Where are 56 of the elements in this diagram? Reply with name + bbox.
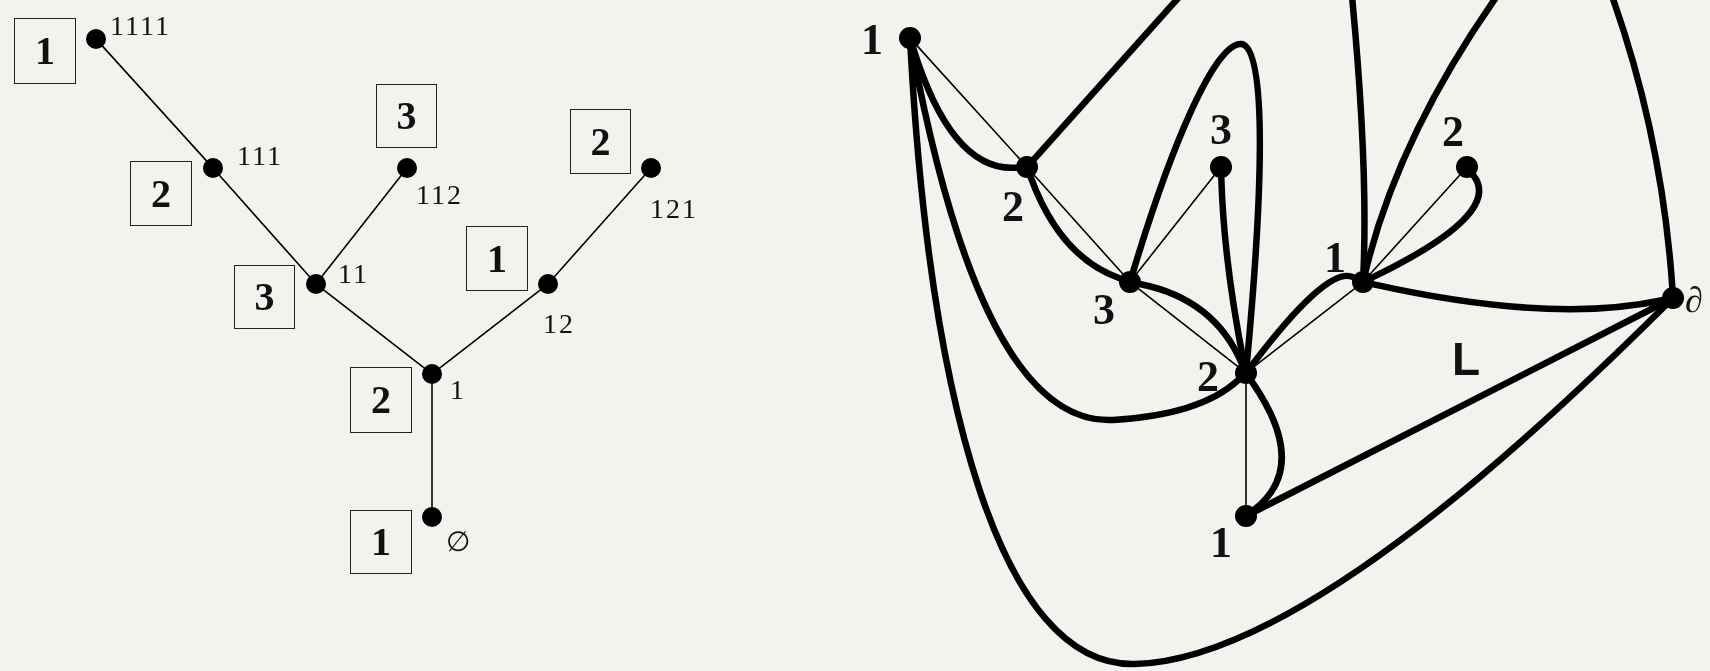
vertex-label: 121 (650, 195, 698, 223)
tree-edge (323, 289, 425, 369)
vertex-label: 3 (1093, 288, 1115, 332)
tree-edge (553, 174, 646, 278)
vertex-label: ∅ (446, 528, 472, 556)
tree-edge (1253, 288, 1356, 367)
vertex-dot (1352, 271, 1374, 293)
vertex-label: 2 (1002, 185, 1024, 229)
vertex-label: 2 (1442, 110, 1464, 154)
boxed-number: 2 (130, 161, 192, 226)
vertex-label: 1 (861, 18, 883, 62)
thick-curve (1249, 272, 1357, 368)
tree-edge (1245, 383, 1247, 506)
vertex-dot (1456, 156, 1478, 178)
vertex-dot (422, 364, 442, 384)
boxed-number: 2 (570, 109, 631, 174)
thick-curve (1369, 172, 1483, 281)
vertex-dot (538, 274, 558, 294)
vertex-dot (1210, 156, 1232, 178)
vertex-label: 11 (338, 260, 369, 288)
curve-label: L (1452, 336, 1481, 382)
vertex-label: ∂ (1685, 282, 1703, 318)
vertex-label: 1 (1324, 236, 1346, 280)
vertex-label: 1111 (110, 12, 171, 40)
tree-edge (218, 174, 311, 278)
vertex-dot (1016, 156, 1038, 178)
vertex-dot (86, 29, 106, 49)
boxed-number: 1 (466, 226, 528, 291)
vertex-label: 1 (1210, 521, 1232, 565)
vertex-dot (1235, 505, 1257, 527)
boxed-number: 3 (376, 84, 437, 148)
vertex-dot (203, 158, 223, 178)
vertex-dot (397, 158, 417, 178)
vertex-dot (1235, 362, 1257, 384)
boxed-number: 1 (350, 510, 412, 574)
vertex-label: 111 (237, 142, 283, 170)
tree-edge (321, 175, 402, 277)
vertex-label: 1 (450, 376, 466, 404)
vertex-label: 112 (416, 181, 463, 209)
boxed-number: 1 (14, 18, 76, 84)
boxed-number: 2 (350, 367, 412, 433)
tree-edge (439, 289, 541, 369)
vertex-dot (306, 274, 326, 294)
vertex-label: 12 (543, 310, 575, 338)
tree-edge (1136, 174, 1215, 275)
vertex-dot (422, 507, 442, 527)
vertex-dot (1119, 271, 1141, 293)
vertex-dot (899, 27, 921, 49)
vertex-label: 3 (1210, 108, 1232, 152)
vertex-dot (641, 158, 661, 178)
vertex-dot (1662, 287, 1684, 309)
vertex-label: 2 (1197, 355, 1219, 399)
boxed-number: 3 (234, 265, 295, 329)
tree-edge (101, 45, 208, 162)
tree-edge (1369, 174, 1461, 275)
tree-edge (431, 383, 433, 508)
